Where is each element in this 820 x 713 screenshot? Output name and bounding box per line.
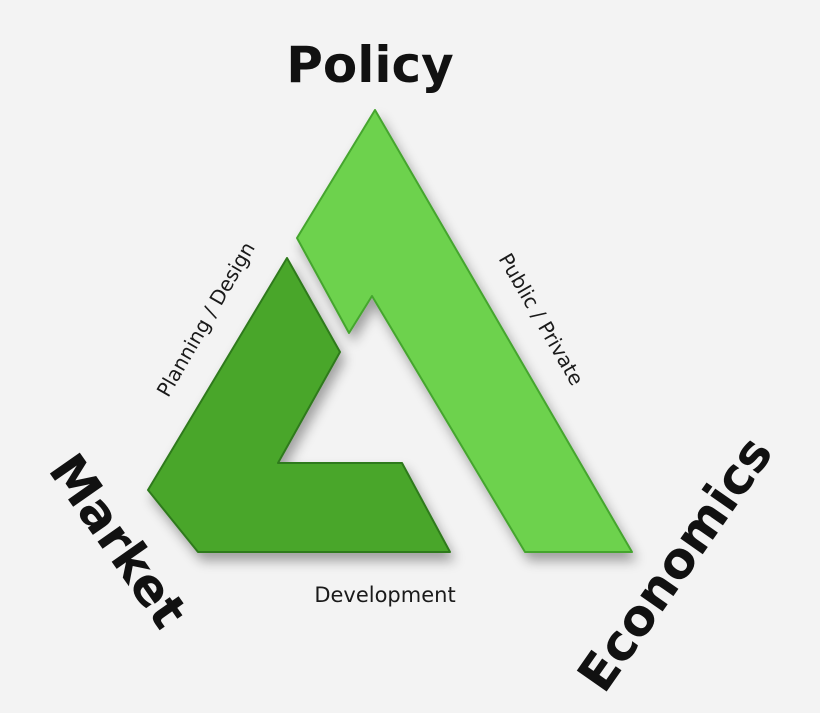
dark-green-segment [147,257,451,553]
light-green-segment [296,109,633,553]
policy-label: Policy [286,36,454,94]
economics-label: Economics [566,426,784,702]
development-label: Development [314,583,455,607]
